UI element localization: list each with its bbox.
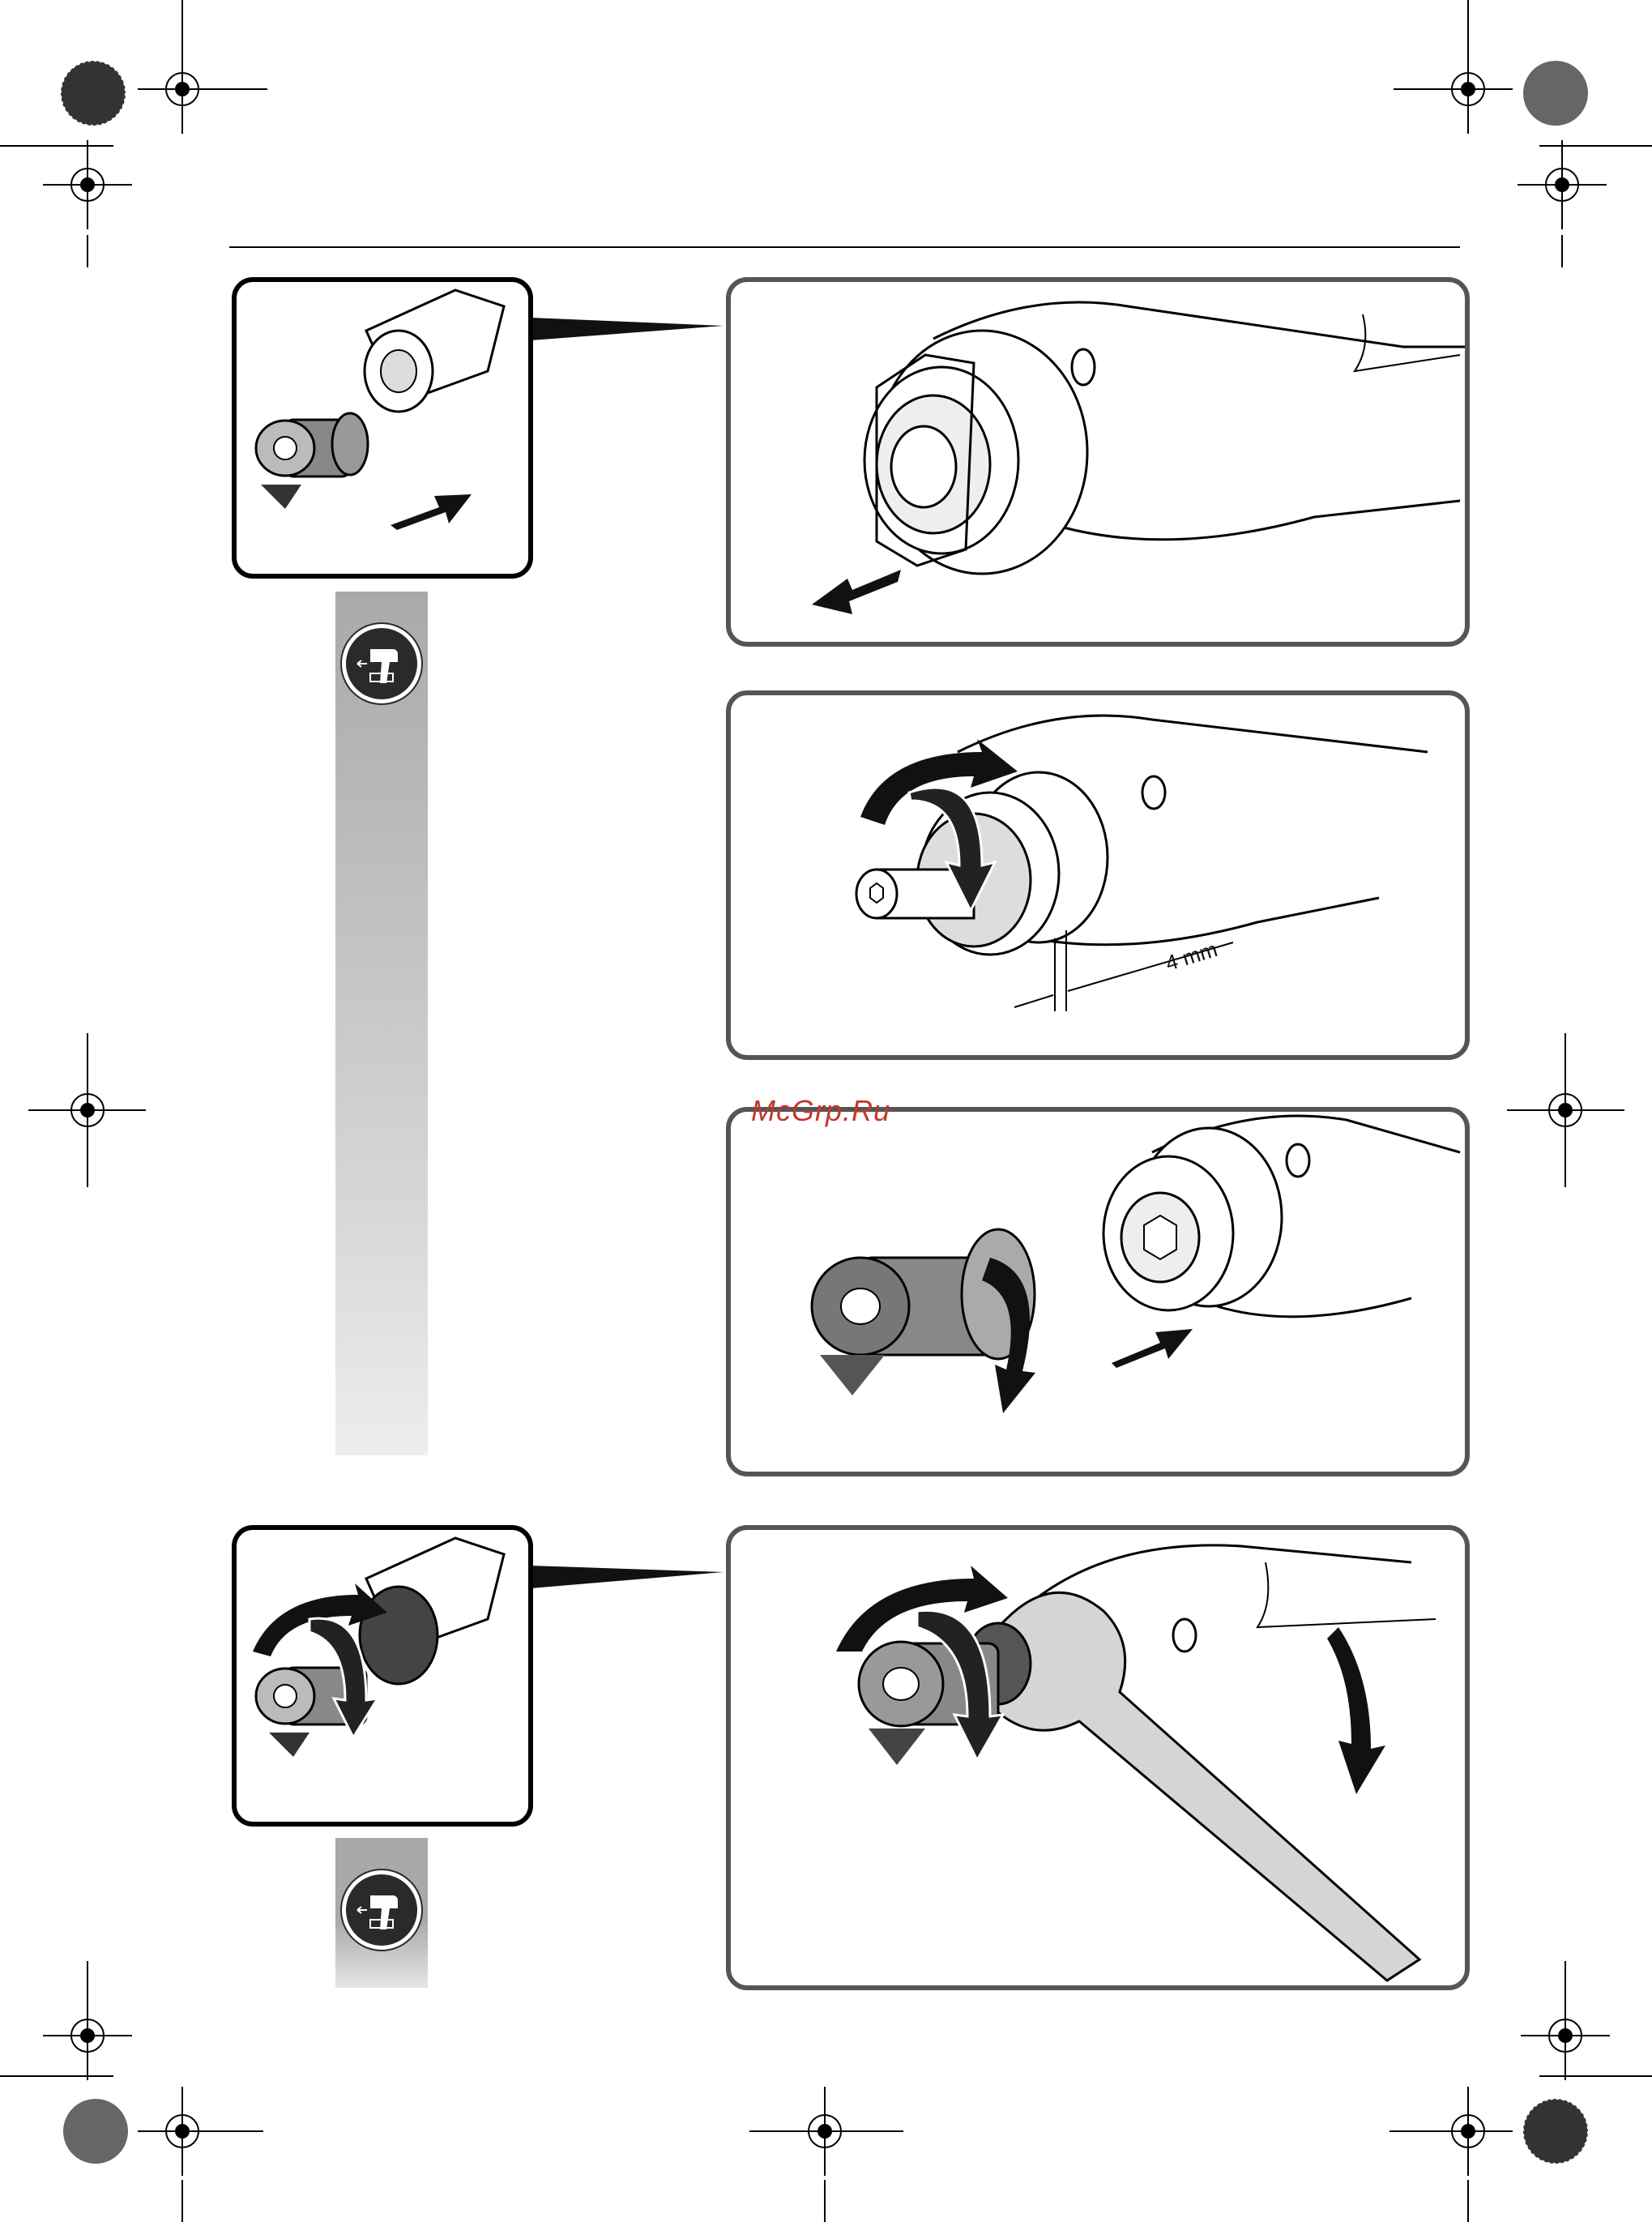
color-target-icon [1523, 61, 1588, 126]
step-panel-remove-clip [726, 277, 1470, 647]
detail-panel-tighten [232, 1525, 533, 1827]
step-panel-tighten-wrench [726, 1525, 1470, 1990]
step-panel-attach-head [726, 1107, 1470, 1476]
watermark: McGrp.Ru [751, 1094, 890, 1128]
registration-mark-icon [43, 140, 132, 229]
step-panel-adjust-gap: 4 mm [726, 690, 1470, 1060]
tool-battery-icon [342, 1870, 421, 1950]
push-arrow-icon [1112, 1329, 1193, 1368]
section-bar-2 [335, 1838, 428, 1988]
push-arrow-icon [391, 494, 472, 530]
registration-mark-icon [1518, 140, 1607, 229]
registration-mark-icon [1521, 1991, 1610, 2080]
wrench [977, 1592, 1419, 1981]
color-target-icon [63, 2099, 128, 2164]
dimension-label: 4 mm [1163, 937, 1220, 976]
registration-mark-icon [43, 1991, 132, 2080]
section-bar-1 [335, 592, 428, 1455]
push-arrow-icon [812, 570, 901, 614]
rotate-arrow-icon [1327, 1627, 1385, 1794]
tool-battery-icon [342, 624, 421, 703]
detail-panel-attach [232, 277, 533, 579]
